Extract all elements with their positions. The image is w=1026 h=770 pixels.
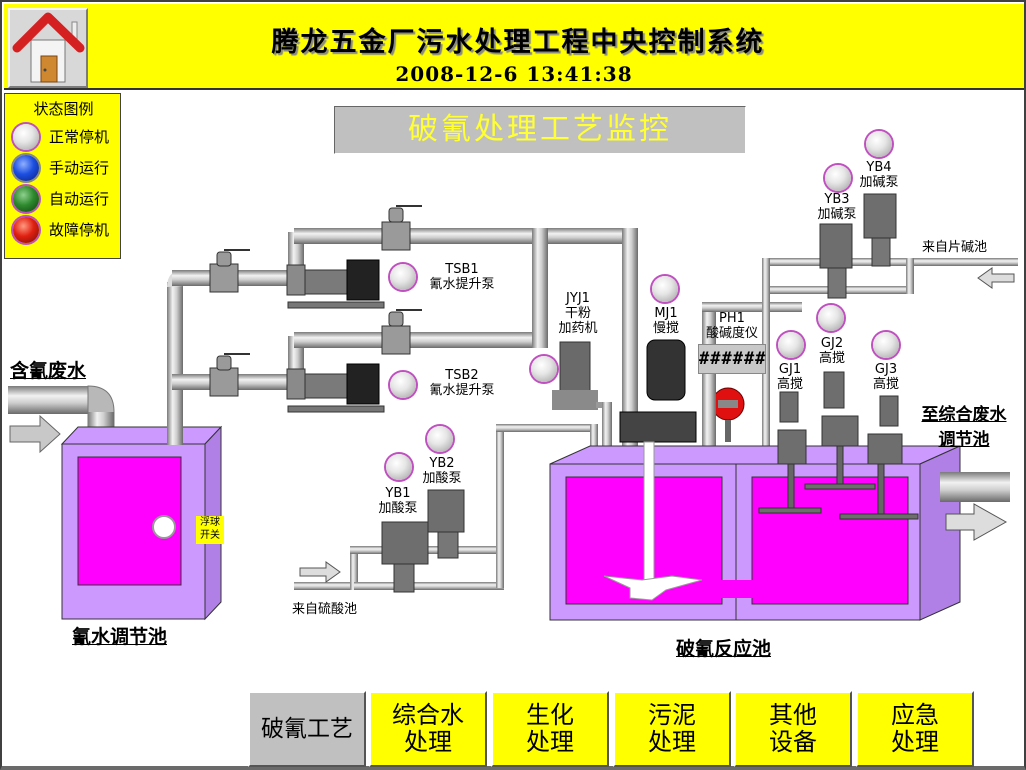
red-lamp-icon	[13, 217, 39, 243]
legend-label: 手动运行	[49, 159, 110, 177]
legend-title: 状态图例	[33, 100, 94, 118]
reaction-tank-label: 破氰反应池	[676, 638, 772, 660]
yb2-status-lamp[interactable]	[427, 426, 453, 452]
gray-lamp-icon	[13, 124, 39, 150]
legend-item-manual: 手动运行	[11, 153, 119, 183]
nav-integrated-water[interactable]: 综合水 处理	[369, 691, 487, 767]
ph-sensor-icon	[711, 387, 745, 442]
acid-pump-yb1-icon	[381, 521, 429, 593]
legend-label: 正常停机	[49, 128, 110, 146]
home-icon	[12, 12, 85, 83]
inlet-label: 含氰废水	[10, 360, 87, 382]
alkali-source-label: 来自片碱池	[922, 240, 988, 255]
riser-pipe	[167, 282, 183, 445]
panel-title: 破氰处理工艺监控	[334, 106, 746, 154]
valve-icon	[209, 205, 422, 397]
nav-other-equipment[interactable]: 其他 设备	[734, 691, 852, 767]
legend-item-auto: 自动运行	[11, 184, 119, 214]
legend-item-fault: 故障停机	[11, 215, 119, 245]
mixer-gj2-icon	[804, 371, 876, 490]
yb3-status-lamp[interactable]	[825, 165, 851, 191]
app-title: 腾龙五金厂污水处理工程中央控制系统	[271, 27, 765, 58]
datetime-readout: 2008-12-6 13:41:38	[395, 62, 633, 86]
yb4-status-lamp[interactable]	[866, 131, 892, 157]
home-button[interactable]	[8, 8, 88, 88]
feed-pipe-down	[622, 228, 638, 463]
pump-tsb2-icon	[286, 363, 385, 413]
legend-item-stopped: 正常停机	[11, 122, 119, 152]
doser-jyj1-icon	[552, 341, 612, 462]
jyj1-status-lamp[interactable]	[531, 356, 557, 382]
acid-pump-yb2-icon	[427, 489, 465, 559]
nav-sludge[interactable]: 污泥 处理	[613, 691, 731, 767]
outlet-arrow-icon	[945, 503, 1008, 541]
blue-lamp-icon	[13, 155, 39, 181]
ph-value-display: ######	[698, 344, 766, 374]
gj2-status-lamp[interactable]	[818, 305, 844, 331]
yb1-status-lamp[interactable]	[386, 454, 412, 480]
nav-emergency[interactable]: 应急 处理	[856, 691, 974, 767]
float-switch-label: 浮球 开关	[196, 516, 224, 544]
green-lamp-icon	[13, 186, 39, 212]
acid-source-label: 来自硫酸池	[292, 602, 358, 617]
nav-cyanide-process[interactable]: 破氰工艺	[248, 691, 366, 767]
tsb2-status-lamp[interactable]	[390, 372, 416, 398]
discharge-pipe-1	[294, 228, 634, 244]
mixer-mj1-icon	[619, 339, 697, 443]
legend-label: 自动运行	[49, 190, 110, 208]
regulating-tank-label: 氰水调节池	[72, 626, 168, 648]
alkali-pump-yb3-icon	[819, 223, 853, 299]
pump-tsb1-icon	[286, 259, 385, 309]
acid-arrow-icon	[299, 561, 341, 583]
alkali-pump-yb4-icon	[863, 193, 897, 267]
gj3-status-lamp[interactable]	[873, 332, 899, 358]
mixer-gj3-icon	[839, 395, 919, 520]
legend-label: 故障停机	[49, 221, 110, 239]
gj1-status-lamp[interactable]	[778, 332, 804, 358]
reaction-tank	[549, 441, 961, 621]
outlet-pipe	[940, 472, 1010, 541]
nav-biochemical[interactable]: 生化 处理	[491, 691, 609, 767]
header-bar: 腾龙五金厂污水处理工程中央控制系统 2008-12-6 13:41:38	[4, 4, 1024, 90]
float-ball-icon	[152, 515, 176, 539]
mj1-status-lamp[interactable]	[652, 276, 678, 302]
tsb1-status-lamp[interactable]	[390, 264, 416, 290]
mixer-gj1-icon	[758, 391, 822, 514]
discharge-pipe-2	[294, 332, 544, 348]
outlet-label: 至综合废水调节池	[921, 405, 1007, 450]
alkali-arrow-icon	[977, 267, 1015, 289]
status-legend: 状态图例 正常停机 手动运行 自动运行 故障停机	[4, 93, 121, 259]
inlet-arrow-icon	[9, 414, 61, 454]
